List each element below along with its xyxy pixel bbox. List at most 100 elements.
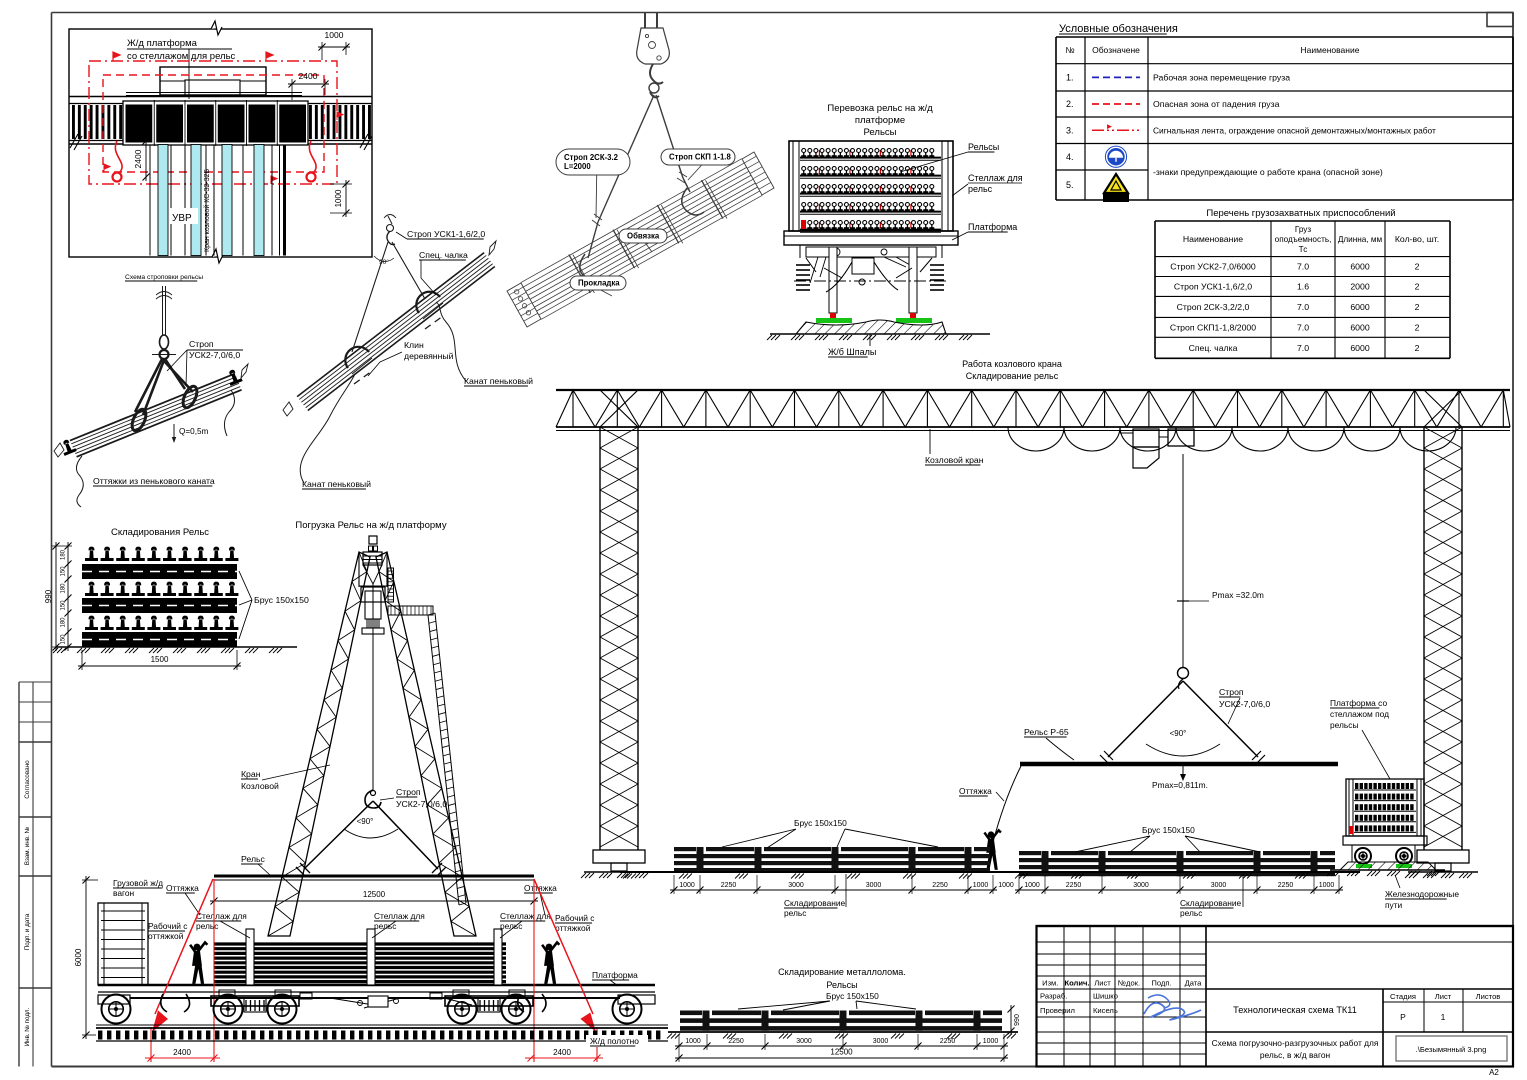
svg-text:Кисель: Кисель xyxy=(1093,1006,1118,1015)
svg-text:Перевозка рельс на ж/д: Перевозка рельс на ж/д xyxy=(827,103,933,114)
svg-text:Строп СКП 1-1.8: Строп СКП 1-1.8 xyxy=(669,153,731,162)
svg-text:3000: 3000 xyxy=(1133,882,1149,889)
svg-text:Рельсы: Рельсы xyxy=(968,142,999,152)
svg-text:рельс: рельс xyxy=(784,908,806,918)
svg-text:1000: 1000 xyxy=(973,882,989,889)
svg-text:№док.: №док. xyxy=(1118,979,1140,988)
svg-text:Брус 150х150: Брус 150х150 xyxy=(794,818,847,828)
svg-text:Спец. чалка: Спец. чалка xyxy=(419,250,468,260)
svg-text:Pmax=0,811m.: Pmax=0,811m. xyxy=(1152,780,1208,790)
svg-text:180: 180 xyxy=(61,549,67,560)
svg-text:1000: 1000 xyxy=(1319,882,1335,889)
svg-text:Листов: Листов xyxy=(1476,992,1501,1001)
svg-text:Согласовано: Согласовано xyxy=(24,760,31,799)
svg-text:Оттяжка: Оттяжка xyxy=(959,786,992,796)
svg-text:рельс, в ж/д вагон: рельс, в ж/д вагон xyxy=(1260,1050,1331,1060)
svg-text:Рабочий с: Рабочий с xyxy=(148,921,187,931)
svg-text:1: 1 xyxy=(1441,1012,1446,1022)
svg-text:Схема погрузочно-разгрузочных: Схема погрузочно-разгрузочных работ для xyxy=(1212,1038,1379,1048)
svg-text:A2: A2 xyxy=(1489,1068,1499,1077)
svg-text:Оттяжка: Оттяжка xyxy=(524,883,557,893)
svg-text:Разраб.: Разраб. xyxy=(1040,992,1067,1001)
svg-text:Сигнальная лента, ограждение о: Сигнальная лента, ограждение опасной дем… xyxy=(1153,125,1436,135)
svg-text:180: 180 xyxy=(61,583,67,594)
svg-text:.\Безымянный 3.png: .\Безымянный 3.png xyxy=(1416,1045,1487,1054)
svg-text:Брус 150х150: Брус 150х150 xyxy=(826,991,879,1001)
svg-text:2250: 2250 xyxy=(728,1038,744,1045)
svg-text:Строп: Строп xyxy=(189,339,214,349)
svg-text:Длинна, мм: Длинна, мм xyxy=(1338,235,1383,244)
svg-text:2000: 2000 xyxy=(1350,281,1369,291)
svg-text:1000: 1000 xyxy=(334,189,343,207)
svg-text:2: 2 xyxy=(1415,343,1420,353)
svg-text:Рельс Р-65: Рельс Р-65 xyxy=(1024,727,1069,737)
svg-text:Строп 2СК-3,2/2,0: Строп 2СК-3,2/2,0 xyxy=(1177,302,1250,312)
svg-text:стеллажом под: стеллажом под xyxy=(1330,709,1389,719)
svg-text:150: 150 xyxy=(61,634,67,645)
svg-text:Схема строповки рельсы: Схема строповки рельсы xyxy=(125,274,203,281)
svg-text:1000: 1000 xyxy=(679,882,695,889)
svg-text:3000: 3000 xyxy=(873,1038,889,1045)
svg-text:УСК2-7,0/6,0: УСК2-7,0/6,0 xyxy=(189,350,240,360)
svg-text:2: 2 xyxy=(1415,281,1420,291)
svg-text:150: 150 xyxy=(61,600,67,611)
svg-text:Клин: Клин xyxy=(404,340,424,350)
svg-text:Складирование: Складирование xyxy=(784,898,846,908)
svg-text:Платформа со: Платформа со xyxy=(1330,698,1387,708)
svg-text:Строп УСК1-1,6/2,0: Строп УСК1-1,6/2,0 xyxy=(407,229,485,239)
svg-text:2400: 2400 xyxy=(299,71,318,81)
svg-text:150: 150 xyxy=(61,566,67,577)
svg-text:3000: 3000 xyxy=(796,1038,812,1045)
svg-text:990: 990 xyxy=(1014,1014,1021,1026)
svg-text:УСК2-7,0/6,0: УСК2-7,0/6,0 xyxy=(396,799,447,809)
svg-text:180: 180 xyxy=(61,617,67,628)
svg-text:Р: Р xyxy=(1400,1012,1406,1022)
svg-text:Ж/д платформа: Ж/д платформа xyxy=(127,38,198,49)
svg-text:Спец. чалка: Спец. чалка xyxy=(1189,343,1238,353)
svg-text:1000: 1000 xyxy=(998,882,1014,889)
svg-text:Подп. и дата: Подп. и дата xyxy=(24,913,31,950)
svg-text:Прокладка: Прокладка xyxy=(578,279,620,288)
svg-text:3.: 3. xyxy=(1066,125,1074,135)
svg-text:990: 990 xyxy=(44,589,53,603)
svg-text:оподъемность,: оподъемность, xyxy=(1275,235,1332,244)
svg-text:2: 2 xyxy=(1415,302,1420,312)
svg-text:7.0: 7.0 xyxy=(1297,302,1309,312)
svg-text:Кран козловой КС-32-32Б: Кран козловой КС-32-32Б xyxy=(203,169,211,252)
svg-text:5.: 5. xyxy=(1066,180,1074,190)
svg-text:рельс: рельс xyxy=(196,921,218,931)
svg-text:Инв. № подл.: Инв. № подл. xyxy=(24,1007,31,1046)
svg-text:Складирования Рельс: Складирования Рельс xyxy=(111,527,209,538)
svg-text:Наименование: Наименование xyxy=(1301,45,1360,55)
svg-text:Перечень грузозахватных приспо: Перечень грузозахватных приспособлений xyxy=(1206,208,1395,219)
svg-text:Подп.: Подп. xyxy=(1151,979,1171,988)
svg-text:Стадия: Стадия xyxy=(1390,992,1416,1001)
svg-text:Строп: Строп xyxy=(396,787,421,797)
svg-text:2250: 2250 xyxy=(940,1038,956,1045)
svg-text:Кран: Кран xyxy=(241,769,261,779)
svg-text:Строп 2СК-3.2: Строп 2СК-3.2 xyxy=(564,153,619,162)
svg-text:<90°: <90° xyxy=(1170,729,1187,738)
svg-text:2250: 2250 xyxy=(1278,882,1294,889)
svg-text:Оттяжка: Оттяжка xyxy=(166,883,199,893)
svg-text:рельс: рельс xyxy=(1180,908,1202,918)
svg-text:Рабочий с: Рабочий с xyxy=(555,913,594,923)
svg-text:Стеллаж для: Стеллаж для xyxy=(374,911,425,921)
svg-text:Лист: Лист xyxy=(1094,979,1111,988)
svg-text:1000: 1000 xyxy=(325,30,344,40)
svg-text:рельсы: рельсы xyxy=(1330,720,1359,730)
svg-text:деревянный: деревянный xyxy=(404,351,454,361)
svg-text:12500: 12500 xyxy=(363,890,386,899)
svg-text:Грузовой ж/д: Грузовой ж/д xyxy=(113,878,163,888)
svg-text:рельс: рельс xyxy=(968,184,993,194)
svg-text:Платформа: Платформа xyxy=(968,222,1017,232)
svg-text:Козловой кран: Козловой кран xyxy=(925,455,984,465)
svg-text:1000: 1000 xyxy=(685,1038,701,1045)
svg-text:Брус 150х150: Брус 150х150 xyxy=(254,595,309,605)
svg-text:оттяжкой: оттяжкой xyxy=(555,923,591,933)
svg-text:2.: 2. xyxy=(1066,99,1074,109)
svg-text:Складирование рельс: Складирование рельс xyxy=(966,371,1059,381)
svg-text:УВР: УВР xyxy=(172,213,192,224)
svg-text:7.0: 7.0 xyxy=(1297,322,1309,332)
svg-text:Обозначене: Обозначене xyxy=(1092,45,1140,55)
